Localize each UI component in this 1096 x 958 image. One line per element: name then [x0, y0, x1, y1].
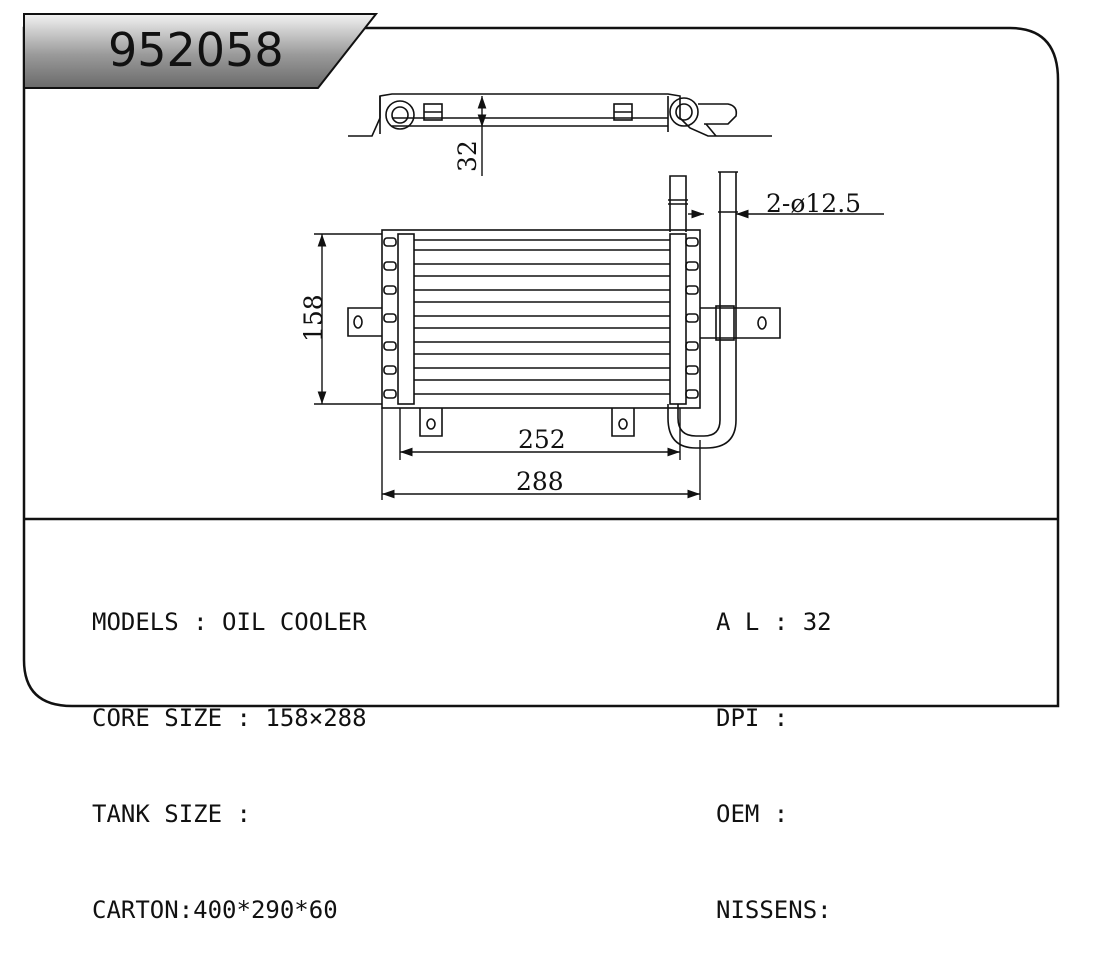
- spec-row-nissens: NISSENS:: [716, 894, 832, 926]
- spec-row-core-size: CORE SIZE : 158×288: [92, 702, 367, 734]
- spec-row-tank-size: TANK SIZE :: [92, 798, 367, 830]
- spec-value: 32: [802, 608, 832, 636]
- outer-width-dimension: [381, 408, 701, 500]
- spec-row-oem: OEM :: [716, 798, 832, 830]
- spec-value: OIL COOLER: [222, 608, 367, 636]
- spec-value: 400*290*60: [193, 896, 338, 924]
- spec-row-carton: CARTON:400*290*60: [92, 894, 367, 926]
- spec-label: CORE SIZE :: [92, 704, 266, 732]
- tube-label: 2-ø12.5: [766, 189, 861, 218]
- spec-label: DPI :: [716, 704, 803, 732]
- spec-label: TANK SIZE :: [92, 800, 266, 828]
- spec-label: NISSENS:: [716, 896, 832, 924]
- height-label: 32: [453, 140, 482, 172]
- drawing-sheet: 952058 32: [22, 13, 1060, 708]
- spec-value: 158×288: [265, 704, 367, 732]
- title-tab: [23, 13, 379, 89]
- spec-label: A L :: [716, 608, 803, 636]
- core-height-dimension: [314, 233, 382, 405]
- inner-width-dimension: [399, 408, 681, 460]
- spec-label: OEM :: [716, 800, 803, 828]
- spec-row-models: MODELS : OIL COOLER: [92, 606, 367, 638]
- front-view: [347, 171, 781, 449]
- outer-width-label: 288: [516, 467, 564, 496]
- spec-row-dpi: DPI :: [716, 702, 832, 734]
- core-height-label: 158: [299, 294, 328, 342]
- top-view: [348, 93, 772, 137]
- part-number: 952058: [108, 23, 284, 77]
- inner-width-label: 252: [518, 425, 566, 454]
- spec-label: MODELS :: [92, 608, 223, 636]
- spec-list-left: MODELS : OIL COOLER CORE SIZE : 158×288 …: [92, 542, 367, 958]
- sheet-border: [22, 26, 1060, 708]
- spec-label: CARTON:: [92, 896, 194, 924]
- spec-list-right: A L : 32 DPI : OEM : NISSENS:: [716, 542, 832, 958]
- spec-row-al: A L : 32: [716, 606, 832, 638]
